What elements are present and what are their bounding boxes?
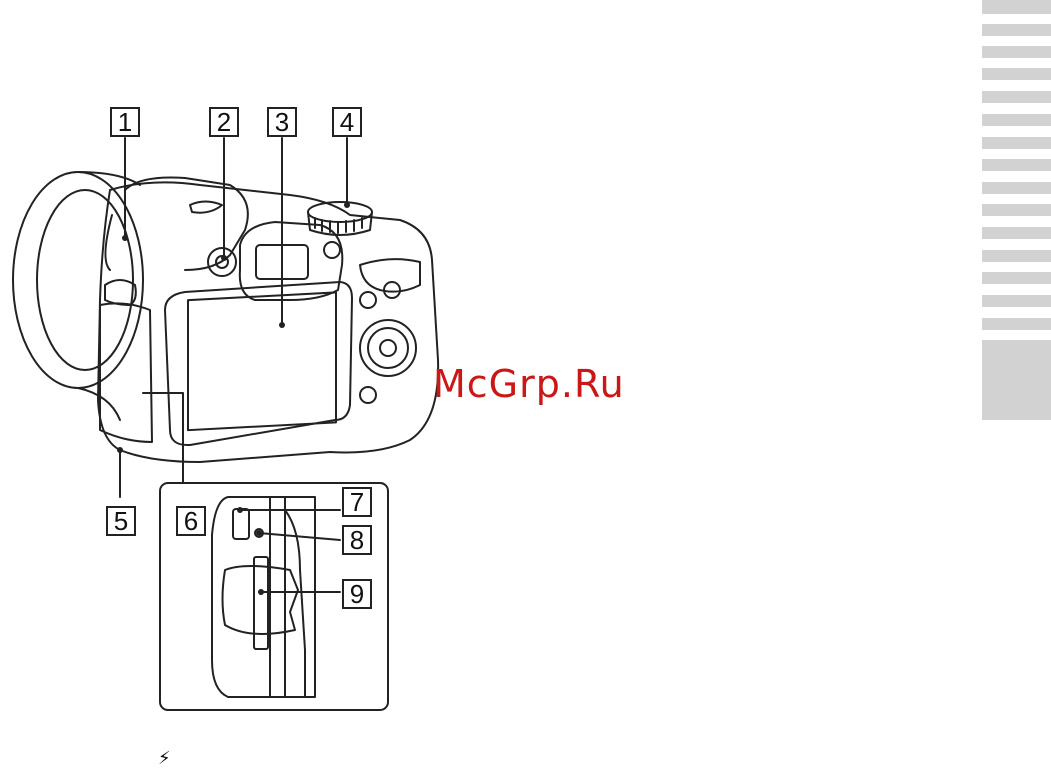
index-tab[interactable]: [982, 68, 1051, 80]
index-tab[interactable]: [982, 46, 1051, 58]
index-tab[interactable]: [982, 114, 1051, 126]
index-tab[interactable]: [982, 182, 1051, 194]
index-tab[interactable]: [982, 91, 1051, 103]
index-tab[interactable]: [982, 24, 1051, 36]
side-panel-outline: [212, 497, 315, 697]
prism-hump: [125, 178, 248, 271]
lcd-frame: [165, 282, 352, 445]
callout-1: 1: [110, 107, 140, 137]
index-tab[interactable]: [982, 250, 1051, 262]
flash-icon: ⚡: [158, 748, 171, 769]
index-tab[interactable]: [982, 227, 1051, 239]
camera-body: [98, 182, 438, 462]
lcd-screen: [188, 292, 336, 430]
hdmi-terminal: [233, 509, 249, 539]
callout-5: 5: [106, 506, 136, 536]
leader-6: [143, 393, 183, 482]
index-tab-active[interactable]: [982, 340, 1051, 420]
index-tab[interactable]: [982, 295, 1051, 307]
speaker-grille: [190, 202, 222, 213]
callout-7: 7: [342, 487, 372, 517]
index-tab[interactable]: [982, 159, 1051, 171]
index-tab[interactable]: [982, 0, 1051, 14]
index-tab[interactable]: [982, 272, 1051, 284]
leader-8: [259, 533, 340, 540]
index-tab[interactable]: [982, 318, 1051, 330]
lens-barrel: [78, 172, 140, 420]
callout-8: 8: [342, 525, 372, 555]
callout-4: 4: [332, 107, 362, 137]
memory-card-slot: [254, 557, 268, 649]
callout-3: 3: [267, 107, 297, 137]
index-tab[interactable]: [982, 204, 1051, 216]
index-tab[interactable]: [982, 137, 1051, 149]
callout-6: 6: [176, 506, 206, 536]
card-slot-outline: [223, 566, 299, 634]
watermark-text: McGrp.Ru: [433, 362, 625, 406]
callout-2: 2: [209, 107, 239, 137]
callout-9: 9: [342, 579, 372, 609]
